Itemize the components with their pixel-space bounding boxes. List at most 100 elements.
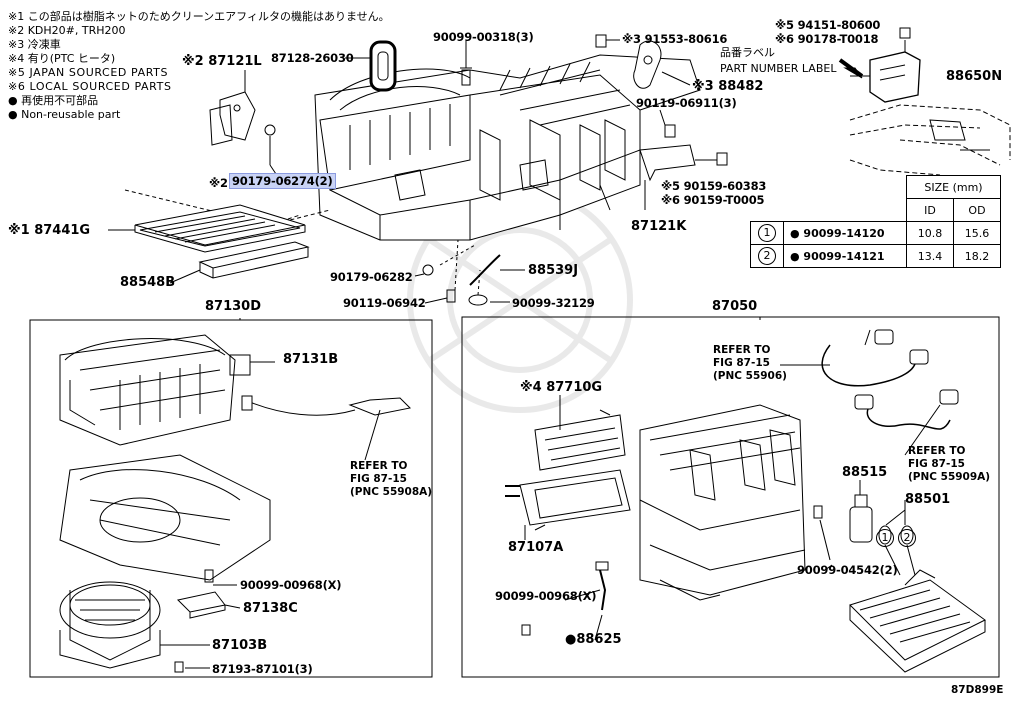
table-row: 1 ● 90099-14120 10.8 15.6 xyxy=(750,221,1001,245)
size-table-title: SIZE (mm) xyxy=(906,175,1001,199)
part-label-90179-06274[interactable]: 90179-06274(2) xyxy=(229,173,336,189)
screw-icon xyxy=(174,661,184,673)
screw-icon xyxy=(664,124,676,138)
size-row-id: 13.4 xyxy=(906,244,954,268)
bracket-87121L xyxy=(209,91,256,146)
heater-core-87107A xyxy=(519,469,631,526)
part-label-88515[interactable]: 88515 xyxy=(842,465,888,480)
sensor-88625 xyxy=(595,561,609,611)
part-label-90119-06942[interactable]: 90119-06942 xyxy=(343,296,426,310)
part-label-88482[interactable]: ※3 88482 xyxy=(692,79,764,94)
circle-number-icon: 1 xyxy=(758,224,776,242)
part-label-87050[interactable]: 87050 xyxy=(712,299,758,314)
note-2: ※2 KDH20#, TRH200 xyxy=(8,24,126,37)
hvac-unit-top xyxy=(314,54,701,241)
part-label-90159-T0005[interactable]: ※6 90159-T0005 xyxy=(661,193,765,207)
bracket-87121K xyxy=(639,144,696,182)
refer-note-55909A-line3: (PNC 55909A) xyxy=(908,471,991,483)
note-5: ※5 JAPAN SOURCED PARTS xyxy=(8,66,169,79)
part-label-87138C[interactable]: 87138C xyxy=(243,601,298,616)
size-row-od: 15.6 xyxy=(953,221,1001,245)
size-row-id: 10.8 xyxy=(906,221,954,245)
part-label-90119-06911[interactable]: 90119-06911(3) xyxy=(636,96,737,110)
grommet-icon xyxy=(468,294,488,306)
screw-icon xyxy=(595,34,607,48)
blower-housing xyxy=(59,454,271,581)
part-label-87193-87101[interactable]: 87193-87101(3) xyxy=(212,662,313,676)
size-table-col-id: ID xyxy=(906,198,954,222)
size-row-part[interactable]: ● 90099-14120 xyxy=(783,221,907,245)
part-label-90179-06274-prefix: ※2 xyxy=(209,176,228,190)
figure-code: 87D899E xyxy=(951,684,1004,696)
group-box-87130D xyxy=(29,319,433,678)
refer-note-55906-line2[interactable]: FIG 87-15 xyxy=(713,357,770,369)
part-label-94151-80600[interactable]: ※5 94151-80600 xyxy=(775,18,881,32)
part-label-90099-00968-right[interactable]: 90099-00968(X) xyxy=(495,589,597,603)
note-4: ※4 有り(PTC ヒータ) xyxy=(8,52,116,65)
table-row: 2 ● 90099-14121 13.4 18.2 xyxy=(750,244,1001,268)
size-table: SIZE (mm) ID OD 1 ● 90099-14120 10.8 15.… xyxy=(750,175,1001,268)
size-row-part[interactable]: ● 90099-14121 xyxy=(783,244,907,268)
filter-87441G xyxy=(134,204,306,253)
part-label-87710G[interactable]: ※4 87710G xyxy=(520,380,603,395)
part-number-label-jp: 品番ラベル xyxy=(720,46,775,59)
refer-note-55908A-line2[interactable]: FIG 87-15 xyxy=(350,473,407,485)
valve-88515 xyxy=(849,494,873,543)
part-label-90099-00968-left[interactable]: 90099-00968(X) xyxy=(240,578,342,592)
part-label-87130D[interactable]: 87130D xyxy=(205,299,262,314)
harness xyxy=(244,397,412,416)
gasket-87128 xyxy=(369,40,397,92)
screw-icon xyxy=(204,569,214,583)
part-label-90159-60383[interactable]: ※5 90159-60383 xyxy=(661,179,767,193)
refer-note-55909A-line2[interactable]: FIG 87-15 xyxy=(908,458,965,470)
bolt-icon xyxy=(422,264,434,276)
part-label-91553-80616[interactable]: ※3 91553-80616 xyxy=(622,32,728,46)
part-label-88539J[interactable]: 88539J xyxy=(528,263,579,278)
part-label-88548B[interactable]: 88548B xyxy=(120,275,176,290)
part-label-90099-00318[interactable]: 90099-00318(3) xyxy=(433,30,534,44)
ptc-heater-87710G xyxy=(534,409,626,471)
part-label-87121L[interactable]: ※2 87121L xyxy=(182,54,262,69)
refer-note-55908A-line1: REFER TO xyxy=(350,460,408,472)
hose-88539J xyxy=(469,254,501,286)
part-label-90179-06282[interactable]: 90179-06282 xyxy=(330,270,413,284)
note-1: ※1 この部品は樹脂ネットのためクリーンエアフィルタの機能はありません。 xyxy=(8,10,390,23)
part-label-87121K[interactable]: 87121K xyxy=(631,219,687,234)
part-number-label-en: PART NUMBER LABEL xyxy=(720,62,837,75)
part-label-87103B[interactable]: 87103B xyxy=(212,638,268,653)
o-ring-marker-1: 1 xyxy=(876,526,894,547)
harness-right xyxy=(821,344,917,387)
sensor-88650N xyxy=(869,27,921,103)
refer-note-55906-line1: REFER TO xyxy=(713,344,771,356)
part-label-90099-04542[interactable]: 90099-04542(2) xyxy=(797,563,898,577)
part-label-87441G[interactable]: ※1 87441G xyxy=(8,223,91,238)
part-88482 xyxy=(633,40,662,89)
note-6: ※6 LOCAL SOURCED PARTS xyxy=(8,80,172,93)
refer-note-55908A-line3: (PNC 55908A) xyxy=(350,486,433,498)
part-label-88501[interactable]: 88501 xyxy=(905,492,951,507)
harness-right-2 xyxy=(866,404,951,430)
part-label-88625[interactable]: ●88625 xyxy=(565,632,622,647)
evaporator-88501 xyxy=(849,569,986,673)
screw-icon xyxy=(813,505,823,519)
screw-icon xyxy=(716,152,728,166)
part-label-87107A[interactable]: 87107A xyxy=(508,540,564,555)
note-7: ● 再使用不可部品 xyxy=(8,94,99,107)
part-label-87131B[interactable]: 87131B xyxy=(283,352,339,367)
nut-icon xyxy=(264,124,276,136)
o-ring-marker-2: 2 xyxy=(898,526,916,547)
blower-case xyxy=(59,334,251,446)
note-3: ※3 冷凍車 xyxy=(8,38,61,51)
size-table-col-od: OD xyxy=(953,198,1001,222)
heater-housing-87050 xyxy=(639,404,806,601)
part-label-87128-26030[interactable]: 87128-26030 xyxy=(271,51,354,65)
blower-motor-87103B xyxy=(59,581,161,669)
part-label-90178-T0018[interactable]: ※6 90178-T0018 xyxy=(775,32,879,46)
size-row-od: 18.2 xyxy=(953,244,1001,268)
part-label-88650N[interactable]: 88650N xyxy=(946,69,1003,84)
part-label-90099-32129[interactable]: 90099-32129 xyxy=(512,296,595,310)
refer-note-55909A-line1: REFER TO xyxy=(908,445,966,457)
resistor-87138C xyxy=(176,591,226,619)
